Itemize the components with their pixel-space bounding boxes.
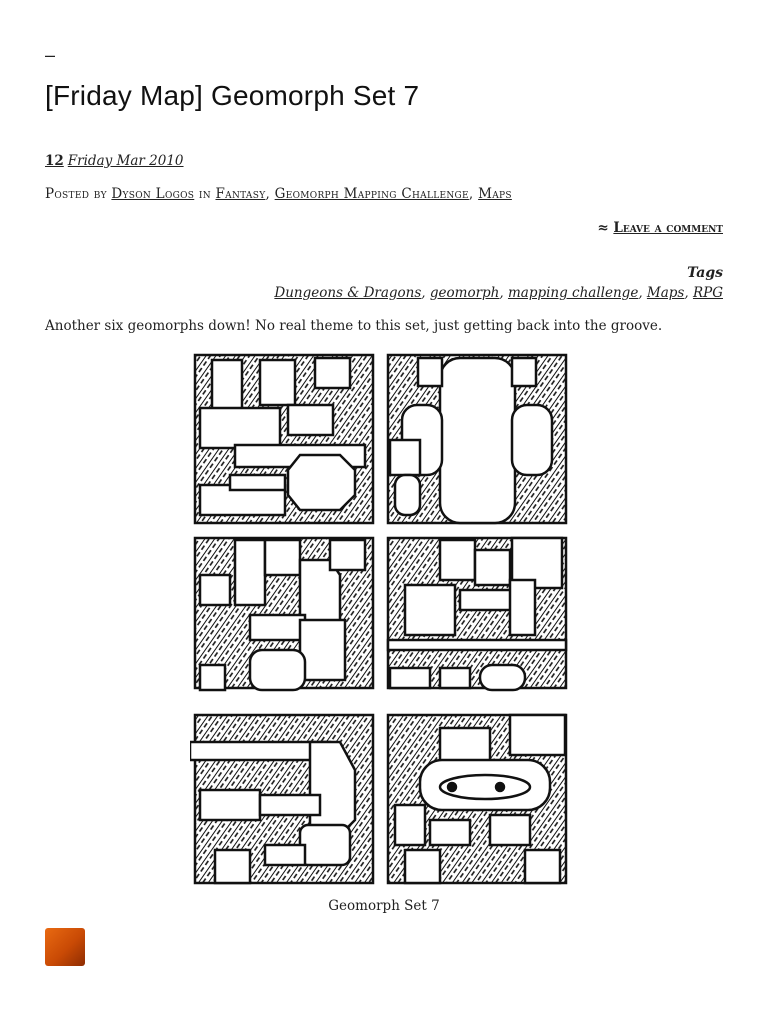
category-link-geomorph-challenge[interactable]: Geomorph Mapping Challenge	[274, 186, 469, 202]
author-link[interactable]: Dyson Logos	[111, 186, 195, 202]
byline: Posted by Dyson Logos in Fantasy, Geomor…	[45, 186, 512, 202]
byline-in: in	[198, 186, 211, 202]
header-dash: –	[45, 45, 56, 65]
map-caption: Geomorph Set 7	[328, 898, 440, 914]
comment-area: ≈ Leave a comment	[597, 220, 723, 236]
tag-link-maps[interactable]: Maps	[646, 285, 685, 301]
post-title: [Friday Map] Geomorph Set 7	[45, 80, 420, 111]
tag-link-dnd[interactable]: Dungeons & Dragons	[274, 285, 422, 301]
leave-comment-link[interactable]: Leave a comment	[613, 220, 723, 236]
post-intro: Another six geomorphs down! No real them…	[45, 318, 663, 334]
tag-link-mapping-challenge[interactable]: mapping challenge	[507, 285, 639, 301]
comment-icon: ≈	[597, 220, 609, 236]
tags-label: Tags	[687, 265, 723, 281]
category-link-maps[interactable]: Maps	[478, 186, 512, 202]
dice-avatar-icon[interactable]	[45, 928, 85, 966]
tag-link-geomorph[interactable]: geomorph	[429, 285, 500, 301]
post-date-day: 12	[45, 153, 64, 169]
dungeon-map-image[interactable]	[190, 350, 570, 888]
tags-list: Dungeons & Dragons, geomorph, mapping ch…	[274, 285, 723, 301]
byline-posted-by: Posted by	[45, 186, 107, 202]
category-link-fantasy[interactable]: Fantasy	[215, 186, 266, 202]
tag-link-rpg[interactable]: RPG	[692, 285, 723, 301]
post-date-text: Friday Mar 2010	[67, 153, 184, 169]
